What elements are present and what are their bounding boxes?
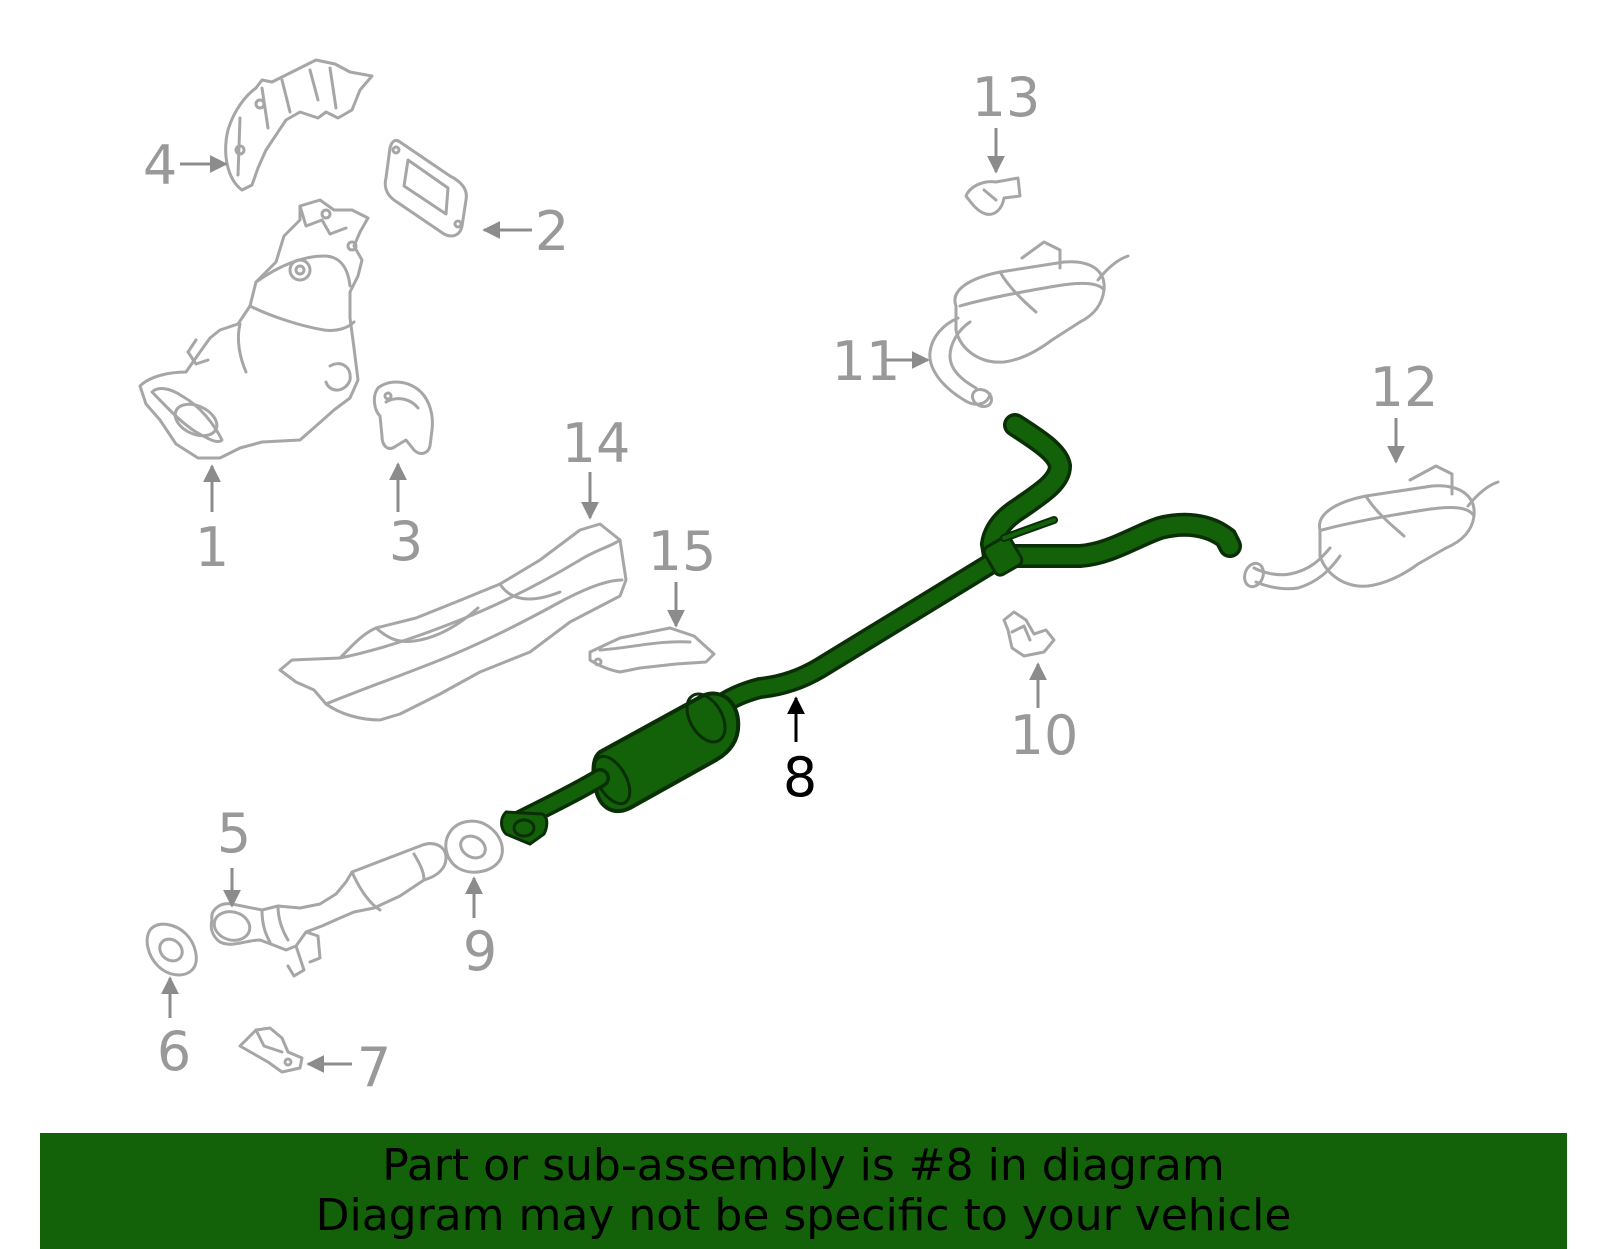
part-10-bracket: [1002, 610, 1056, 658]
info-banner: Part or sub-assembly is #8 in diagram Di…: [40, 1133, 1567, 1249]
callout-8[interactable]: 8: [783, 746, 817, 809]
part-5-front-pipe: [209, 842, 448, 978]
part-1-exhaust-manifold: [138, 198, 370, 460]
callout-14[interactable]: 14: [562, 412, 631, 475]
part-13-hanger: [964, 176, 1022, 216]
part-8-center-pipe-assembly[interactable]: [500, 413, 1242, 846]
callout-9[interactable]: 9: [463, 920, 497, 983]
part-14-heat-insulator: [278, 522, 628, 722]
banner-line-part-number: Part or sub-assembly is #8 in diagram: [382, 1140, 1225, 1191]
part-15-heat-shield: [588, 626, 716, 674]
callout-15[interactable]: 15: [648, 520, 717, 583]
callout-2[interactable]: 2: [535, 200, 569, 263]
part-2-gasket: [383, 138, 468, 238]
callout-11[interactable]: 11: [832, 330, 901, 393]
banner-line-disclaimer: Diagram may not be specific to your vehi…: [315, 1190, 1292, 1241]
callout-labels: 1 2 3 4 5 6 7 8 9 10 11 12 13 14 15: [143, 66, 1439, 1099]
callout-1[interactable]: 1: [195, 516, 229, 579]
resonator-body: [591, 691, 741, 814]
pipe-front-section: [513, 771, 607, 827]
callout-5[interactable]: 5: [217, 802, 251, 865]
callout-6[interactable]: 6: [157, 1020, 191, 1083]
part-12-muffler-right: [1243, 464, 1500, 591]
callout-arrows: [161, 128, 1405, 1073]
callout-7[interactable]: 7: [357, 1036, 391, 1099]
part-6-gasket: [145, 922, 198, 977]
front-flange: [500, 810, 549, 846]
pipe-junction-collar: [982, 516, 1058, 577]
pipe-rear-left-branch: [983, 416, 1069, 565]
part-3-bracket: [372, 380, 434, 455]
callout-12[interactable]: 12: [1370, 356, 1439, 419]
part-4-heat-shield: [224, 58, 374, 192]
pipe-rear-right-branch: [1001, 516, 1239, 565]
part-9-gasket: [444, 819, 504, 874]
callout-3[interactable]: 3: [389, 510, 423, 573]
callout-13[interactable]: 13: [972, 66, 1041, 129]
callout-4[interactable]: 4: [143, 134, 177, 197]
part-11-muffler-left: [928, 240, 1130, 409]
callout-10[interactable]: 10: [1010, 704, 1079, 767]
part-7-bracket: [238, 1026, 304, 1074]
